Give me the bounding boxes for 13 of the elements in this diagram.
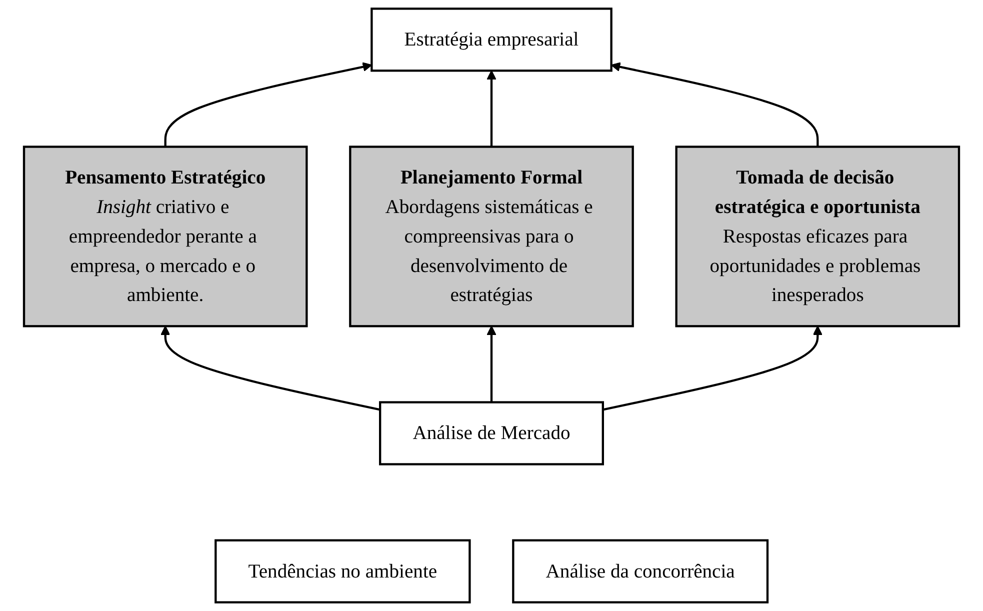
node-box: Tomada de decisão estratégica e oportunista Respostas eficazes para oportunidades e problemas inesperados (675, 146, 960, 328)
node-box: Análise da concorrência (512, 539, 769, 604)
arrow (164, 62, 372, 147)
arrow (486, 326, 496, 402)
arrow (602, 326, 822, 411)
node-box: Pensamento Estratégico Insight criativo e empreendedor perante a empresa, o mercado e o ambiente. (22, 146, 308, 328)
node-box: Tendências no ambiente (214, 539, 471, 604)
arrow (486, 70, 496, 147)
node-box: Estratégia empresarial (370, 8, 612, 72)
node-box: Análise de Mercado (379, 401, 604, 466)
arrow (610, 62, 819, 147)
node-box: Planejamento Formal Abordagens sistemáticas e compreensivas para o desenvolvimento de estratégias (349, 146, 634, 328)
arrow (160, 326, 380, 411)
